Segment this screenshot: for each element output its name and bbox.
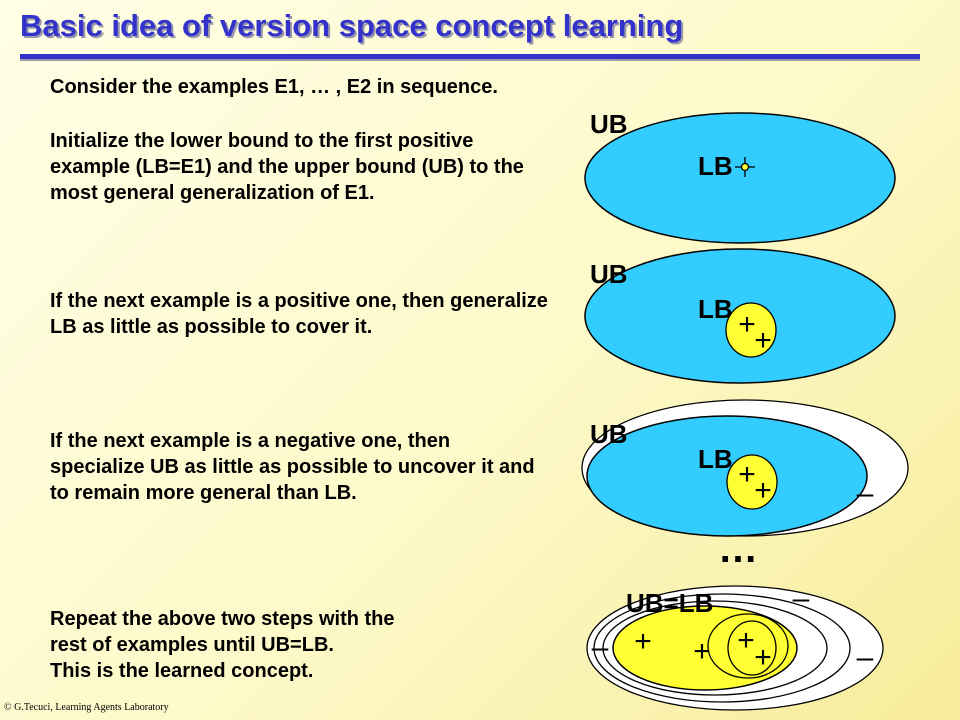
ub-equals-lb-label: UB=LB	[626, 588, 713, 618]
positive-example-mark: +	[754, 641, 772, 674]
positive-example-mark: +	[693, 635, 711, 668]
initialize-text: Initialize the lower bound to the first …	[50, 130, 524, 204]
lb-label-2: LB	[698, 294, 733, 324]
stage-initialize: UB LB	[584, 109, 896, 244]
positive-example-mark: +	[754, 324, 772, 357]
repeat-line-1: Repeat the above two steps with the	[50, 608, 395, 630]
negative-example-mark: –	[592, 631, 609, 664]
consider-text: Consider the examples E1, … , E2 in sequ…	[50, 76, 498, 98]
earliest-lower-bound-outline	[727, 620, 777, 676]
stage-negative: UB LB + + –	[581, 399, 909, 537]
positive-example-mark: +	[738, 458, 756, 491]
lb-label-3: LB	[698, 444, 733, 474]
ub-label-3: UB	[590, 419, 628, 449]
continuation-dots: …	[718, 527, 758, 571]
lower-bound-ellipse-2	[725, 302, 777, 358]
positive-example-mark: +	[737, 624, 755, 657]
negative-example-text: If the next example is a negative one, t…	[50, 430, 535, 504]
repeat-line-2: rest of examples until UB=LB.	[50, 634, 334, 656]
negative-example-mark: –	[793, 582, 810, 615]
ub-label-1: UB	[590, 109, 628, 139]
upper-bound-ellipse-1	[584, 112, 896, 244]
stage-converged: UB=LB + + + + – – –	[586, 582, 884, 711]
ub-label-2: UB	[590, 259, 628, 289]
negative-example-mark: –	[857, 477, 874, 510]
title-underline	[20, 54, 920, 61]
previous-lower-bound-outline	[707, 613, 789, 679]
positive-example-mark: +	[754, 474, 772, 507]
positive-example-text: If the next example is a positive one, t…	[50, 290, 548, 338]
lower-bound-point-icon	[735, 157, 755, 177]
converged-concept-ellipse	[612, 605, 798, 691]
positive-example-mark: +	[634, 625, 652, 658]
lower-bound-ellipse-3	[726, 454, 778, 510]
negative-example-mark: –	[857, 641, 874, 674]
lb-label-1: LB	[698, 151, 733, 181]
positive-example-mark: +	[738, 308, 756, 341]
stage-positive: UB LB + +	[584, 248, 896, 384]
repeat-line-3: This is the learned concept.	[50, 660, 314, 682]
footer-copyright: © G.Tecuci, Learning Agents Laboratory	[4, 702, 169, 713]
slide-title: Basic idea of version space concept lear…	[20, 8, 684, 43]
repeat-text: Repeat the above two steps with the rest…	[50, 606, 550, 684]
